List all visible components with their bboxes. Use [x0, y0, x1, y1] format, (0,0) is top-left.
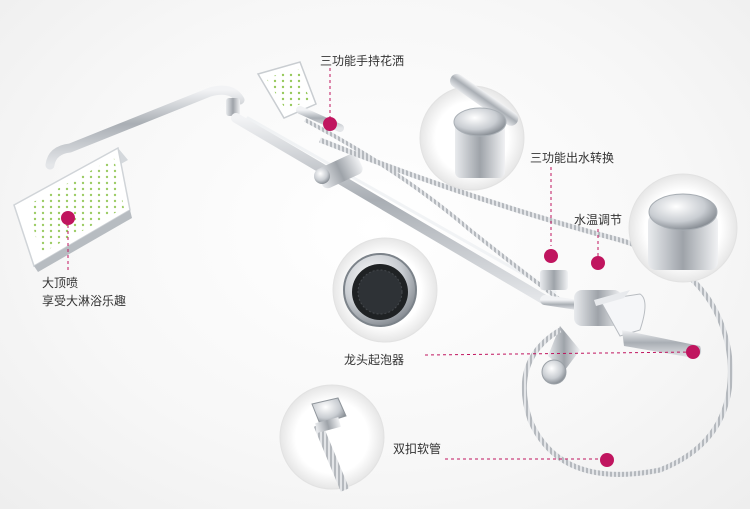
marker-switch: [544, 249, 558, 263]
detail-hose: [279, 384, 385, 492]
riser-bar: [231, 113, 550, 305]
arm-joint: [226, 98, 240, 116]
label-top-shower: 大顶喷 享受大淋浴乐趣: [42, 274, 126, 310]
wall-inlet: [548, 326, 580, 370]
marker-top-shower: [61, 211, 75, 225]
callout-lines: [67, 68, 694, 460]
marker-temperature: [591, 256, 605, 270]
detail-aerator: [332, 237, 438, 343]
marker-aerator: [686, 345, 700, 359]
label-temperature-control: 水温调节: [574, 213, 623, 227]
slider-bracket: [314, 153, 363, 189]
label-aerator: 龙头起泡器: [344, 353, 405, 367]
marker-handheld: [323, 117, 337, 131]
label-top-shower-line2: 享受大淋浴乐趣: [42, 294, 127, 308]
top-shower-head: [13, 146, 132, 272]
detail-switch: [419, 73, 525, 191]
label-function-switch: 三功能出水转换: [530, 151, 615, 165]
mixer-body: [540, 270, 702, 385]
overhead-arm: [45, 85, 245, 170]
marker-hose: [600, 453, 614, 467]
callout-markers: [61, 117, 700, 467]
detail-temperature: [628, 173, 738, 283]
label-top-shower-line1: 大顶喷: [42, 276, 79, 290]
label-double-buckle-hose: 双扣软管: [393, 442, 442, 456]
spout: [622, 330, 702, 358]
label-handheld-shower: 三功能手持花洒: [320, 54, 405, 68]
shower-hose: [319, 137, 733, 477]
